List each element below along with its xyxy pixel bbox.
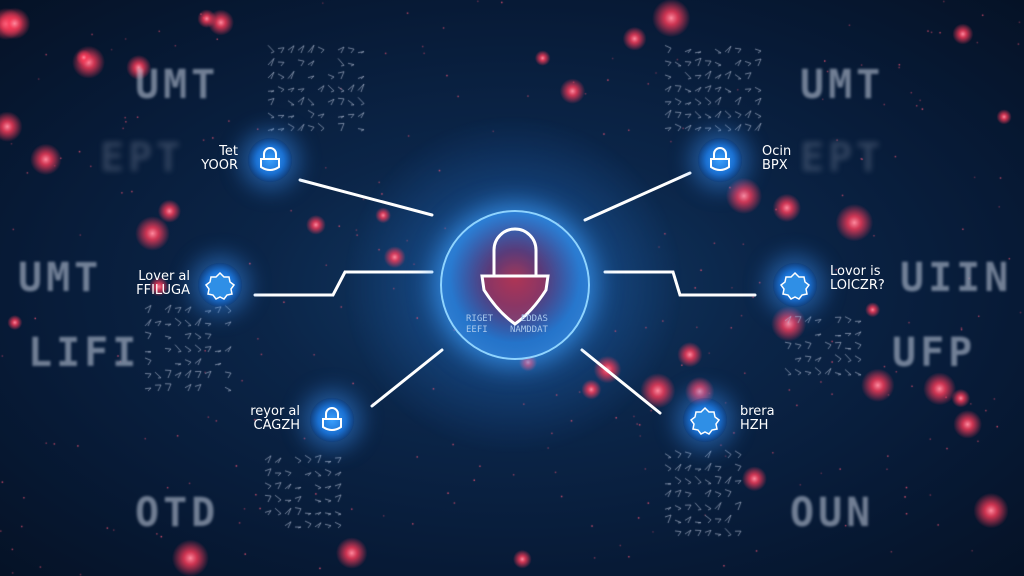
- center-text: RIGET: [466, 314, 494, 324]
- bg-word: UIIN: [900, 255, 1013, 301]
- node-flower[interactable]: [198, 263, 242, 307]
- padlock-icon: [322, 407, 342, 431]
- center-text: EEFI: [466, 325, 488, 335]
- node-padlock[interactable]: [310, 398, 354, 442]
- connector-line: [370, 348, 444, 408]
- bg-word: UFP: [892, 330, 977, 376]
- flower-cluster-icon: [205, 271, 235, 300]
- flower-cluster-icon: [780, 271, 810, 300]
- bg-word: EPT: [800, 135, 885, 181]
- bg-word: UMT: [18, 255, 103, 301]
- center-text: NAMDDAT: [510, 325, 548, 335]
- central-security-hub: RIGET EEFI EDDAS NAMDDAT: [440, 210, 590, 360]
- connector-line: [580, 348, 662, 415]
- connector-line: [583, 171, 692, 222]
- connector-line: [298, 178, 434, 217]
- bg-word: OTD: [135, 490, 220, 536]
- connector-line: [253, 270, 434, 297]
- bg-word: UMT: [800, 62, 885, 108]
- padlock-shield-icon: [480, 227, 550, 326]
- bg-word: LIFI: [28, 330, 141, 376]
- center-text: EDDAS: [520, 314, 548, 324]
- bg-word: OUN: [790, 490, 875, 536]
- bg-word: UMT: [135, 62, 220, 108]
- node-padlock[interactable]: [698, 138, 742, 182]
- node-padlock[interactable]: [248, 138, 292, 182]
- padlock-icon: [260, 147, 280, 171]
- padlock-icon: [710, 147, 730, 171]
- node-flower[interactable]: [773, 263, 817, 307]
- flower-cluster-icon: [690, 406, 720, 435]
- bg-word: EPT: [100, 135, 185, 181]
- connector-line: [603, 270, 757, 297]
- node-flower[interactable]: [683, 398, 727, 442]
